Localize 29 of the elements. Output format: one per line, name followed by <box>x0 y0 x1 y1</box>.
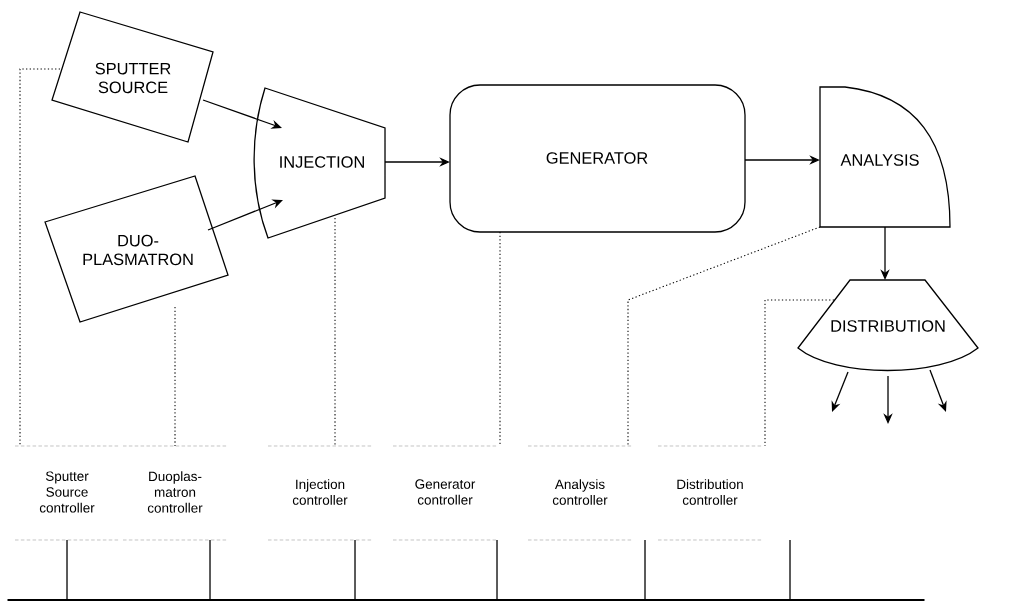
controller-box: Generator controller <box>392 445 498 541</box>
dotted-line <box>764 299 835 447</box>
analysis-block: ANALYSIS <box>819 86 951 228</box>
bus-line <box>7 599 925 601</box>
controller-box: Distribution controller <box>657 445 763 541</box>
connector-line <box>209 539 211 601</box>
injection-block: INJECTION <box>253 87 386 239</box>
controller-box: Sputter Source controller <box>14 445 120 541</box>
source-box: SPUTTER SOURCE <box>51 11 214 143</box>
arrow <box>207 199 283 231</box>
connector-line <box>644 539 646 601</box>
connector-line <box>66 539 68 601</box>
arrow <box>929 369 947 412</box>
connector-line <box>789 539 791 601</box>
connector-line <box>496 539 498 601</box>
dotted-line <box>19 68 61 447</box>
controller-box: Analysis controller <box>527 445 633 541</box>
controller-box: Injection controller <box>267 445 373 541</box>
controller-box: Duoplas- matron controller <box>122 445 228 541</box>
arrow <box>202 99 282 129</box>
dotted-line <box>499 231 501 447</box>
generator-box: GENERATOR <box>449 84 746 233</box>
distribution-block: DISTRIBUTION <box>797 279 979 372</box>
dotted-line <box>627 226 821 447</box>
dotted-line <box>174 306 176 447</box>
dotted-line <box>334 217 336 447</box>
source-box: DUO- PLASMATRON <box>44 175 229 323</box>
arrow <box>831 371 849 412</box>
connector-line <box>354 539 356 601</box>
